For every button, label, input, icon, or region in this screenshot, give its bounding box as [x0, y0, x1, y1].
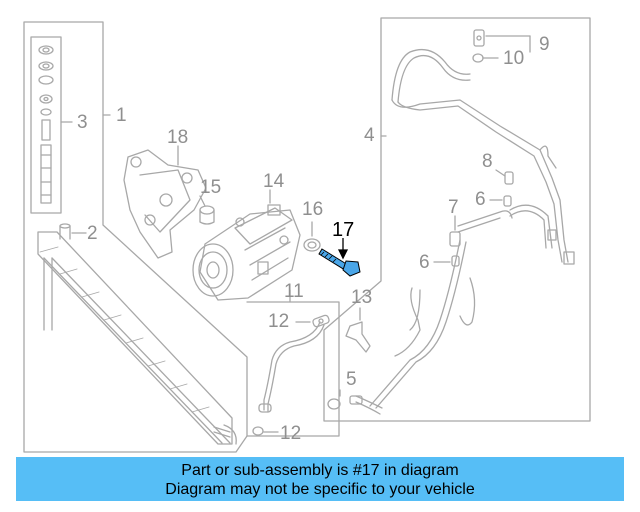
condenser — [37, 231, 233, 445]
callout-12-lower: 12 — [280, 423, 302, 444]
parts-diagram — [23, 17, 591, 453]
callout-6-upper: 6 — [475, 189, 486, 210]
callout-3: 3 — [77, 112, 88, 133]
leader-17 — [337, 238, 349, 260]
frame-4 — [323, 17, 591, 422]
suction-line-11 — [263, 321, 321, 411]
condenser-fins — [39, 246, 210, 413]
callout-13: 13 — [351, 287, 373, 308]
callout-1: 1 — [116, 105, 127, 126]
callout-6-lower: 6 — [419, 252, 430, 273]
callout-10: 10 — [503, 48, 525, 69]
callout-7: 7 — [448, 197, 459, 218]
callout-17: 17 — [332, 219, 355, 241]
callout-2: 2 — [87, 223, 98, 244]
banner-line-disclaimer: Diagram may not be specific to your vehi… — [165, 481, 475, 498]
callout-11: 11 — [284, 281, 304, 302]
callout-4: 4 — [364, 125, 375, 146]
callout-5: 5 — [346, 369, 357, 390]
info-banner: Part or sub-assembly is #17 in diagram D… — [16, 457, 624, 501]
bolt-17 — [318, 248, 361, 277]
drier-kit-box — [30, 36, 62, 214]
bolt-17-threads — [320, 251, 337, 263]
refrigerant-lines — [355, 48, 569, 415]
frame-1 — [23, 21, 248, 453]
frame-11 — [246, 301, 340, 437]
callout-15: 15 — [200, 177, 222, 198]
callout-12-upper: 12 — [268, 311, 290, 332]
drier-parts — [38, 45, 54, 204]
callout-16: 16 — [302, 199, 324, 220]
callout-14: 14 — [263, 171, 285, 192]
callout-18: 18 — [167, 127, 189, 148]
compressor-bracket — [123, 149, 207, 259]
callout-8: 8 — [482, 151, 493, 172]
banner-line-part: Part or sub-assembly is #17 in diagram — [181, 462, 459, 479]
ac-compressor — [192, 204, 301, 301]
callout-9: 9 — [539, 34, 550, 55]
